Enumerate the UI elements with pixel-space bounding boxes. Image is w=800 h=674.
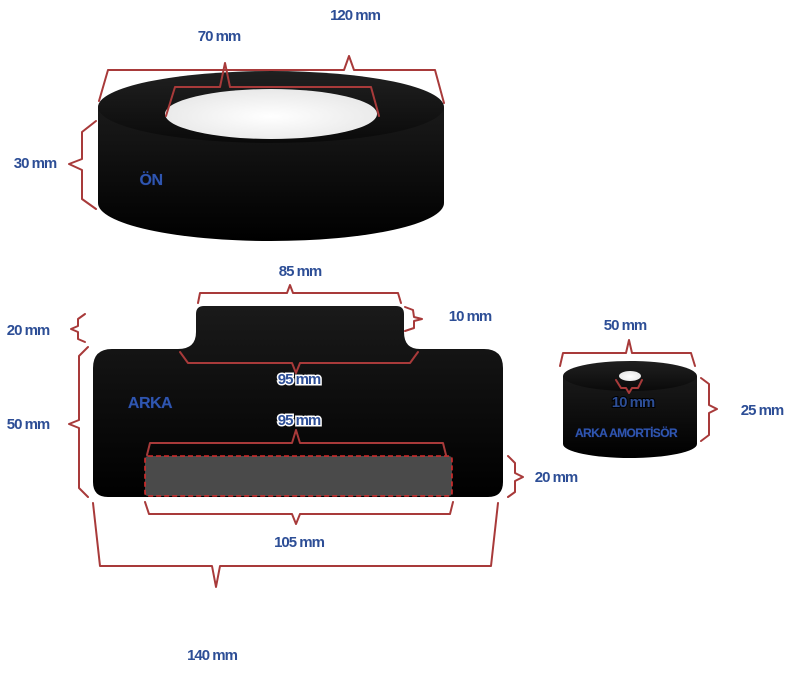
back-step-height-label: 20 mm (7, 322, 50, 339)
front-outer-width-bracket (98, 55, 445, 104)
back-tab-width-bracket (197, 284, 402, 304)
front-ring-hole (165, 89, 377, 139)
back-tab-width-label: 85 mm (279, 263, 322, 280)
back-slot-bottom-width-label: 105 mm (274, 534, 325, 551)
back-part-body (93, 306, 503, 497)
back-slot-bottom-bracket (144, 501, 454, 525)
back-overall-width-bracket (92, 502, 499, 588)
front-tag: ÖN (140, 170, 163, 189)
front-ring-side (98, 107, 444, 241)
back-slot-top-width-label: 95 mm (278, 412, 321, 429)
back-slot (144, 455, 453, 497)
back-tab-height-bracket (404, 306, 423, 332)
back-neck-width-bracket (179, 351, 419, 374)
damper-tag: ARKA AMORTİSÖR (575, 425, 678, 440)
damper-hole-label: 10 mm (612, 394, 655, 411)
back-neck-width-label: 95 mm (278, 371, 321, 388)
damper (563, 361, 697, 458)
front-outer-width-label: 120 mm (330, 7, 381, 24)
back-slot-height-bracket (507, 455, 524, 498)
back-body-height-label: 50 mm (7, 416, 50, 433)
back-part (93, 306, 503, 497)
front-ring (98, 71, 444, 241)
damper-height-bracket (700, 377, 718, 442)
front-height-label: 30 mm (14, 155, 57, 172)
back-slot-height-label: 20 mm (535, 469, 578, 486)
back-overall-width-label: 140 mm (187, 647, 238, 664)
front-height-bracket (68, 120, 97, 210)
damper-width-label: 50 mm (604, 317, 647, 334)
front-inner-width-label: 70 mm (198, 28, 241, 45)
damper-height-label: 25 mm (741, 402, 784, 419)
back-tag: ARKA (128, 395, 173, 412)
back-body-height-bracket (68, 346, 89, 498)
back-step-height-bracket (70, 313, 86, 343)
back-slot-top-bracket (146, 429, 447, 456)
damper-hole (619, 371, 641, 381)
front-inner-width-bracket (165, 62, 380, 117)
damper-side (563, 376, 697, 458)
damper-hole-bracket (615, 379, 643, 394)
back-tab-height-label: 10 mm (449, 308, 492, 325)
damper-width-bracket (559, 339, 696, 367)
